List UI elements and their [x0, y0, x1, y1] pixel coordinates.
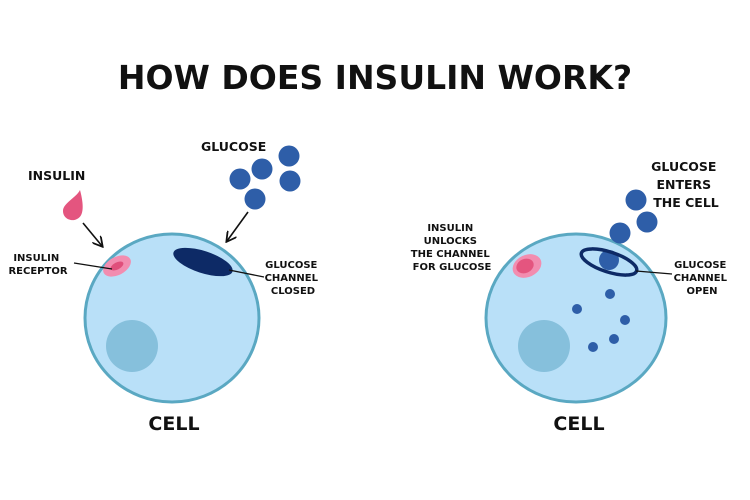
glucose-enters-label-line: THE CELL: [653, 195, 719, 210]
insulin-receptor-label: INSULIN RECEPTOR: [8, 253, 67, 277]
glucose-molecule: [636, 211, 658, 233]
glucose-channel-closed-label-line: GLUCOSE: [265, 260, 317, 271]
glucose-channel-closed-label-line: CLOSED: [271, 286, 315, 297]
glucose-channel-closed-label: GLUCOSE CHANNEL CLOSED: [265, 260, 322, 297]
glucose-molecule: [588, 342, 598, 352]
left-cell-label: CELL: [148, 413, 199, 435]
left-panel: INSULIN GLUCOSE INSULIN RECEPTOR GLUCOSE…: [8, 139, 322, 435]
page-title: HOW DOES INSULIN WORK?: [117, 58, 633, 97]
right-nucleus: [518, 320, 570, 372]
glucose-molecule: [620, 315, 630, 325]
insulin-arrow: [82, 222, 102, 246]
left-nucleus: [106, 320, 158, 372]
glucose-channel-open-label-line: GLUCOSE: [674, 260, 726, 271]
glucose-arrow: [227, 211, 249, 241]
insulin-receptor-label-line: RECEPTOR: [8, 266, 67, 277]
glucose-molecule: [572, 304, 582, 314]
glucose-channel-closed-label-line: CHANNEL: [265, 273, 319, 284]
right-insulin-bound: [516, 258, 534, 274]
right-cell: [484, 232, 668, 404]
glucose-molecule: [599, 250, 619, 270]
right-cell-label: CELL: [553, 413, 604, 435]
glucose-enters-label-line: ENTERS: [656, 177, 711, 192]
glucose-molecule: [625, 189, 647, 211]
glucose-enters-label: GLUCOSE ENTERS THE CELL: [651, 159, 721, 210]
insulin-unlocks-label-line: THE CHANNEL: [411, 249, 491, 260]
insulin-unlocks-label: INSULIN UNLOCKS THE CHANNEL FOR GLUCOSE: [411, 223, 493, 273]
glucose-channel-open-label: GLUCOSE CHANNEL OPEN: [674, 260, 731, 297]
glucose-channel-open-label-line: OPEN: [686, 286, 717, 297]
channel-leader-line: [228, 269, 265, 278]
glucose-molecule: [609, 222, 631, 244]
insulin-receptor-label-line: INSULIN: [13, 253, 59, 264]
left-glucose-channel-closed: [173, 247, 233, 277]
insulin-drop-icon: [63, 190, 83, 221]
glucose-molecule: [244, 188, 266, 210]
glucose-molecule: [605, 289, 615, 299]
glucose-label: GLUCOSE: [201, 139, 266, 154]
insulin-unlocks-label-line: FOR GLUCOSE: [413, 262, 492, 273]
insulin-unlocks-label-line: UNLOCKS: [424, 236, 477, 247]
glucose-enters-label-line: GLUCOSE: [651, 159, 716, 174]
right-panel: INSULIN UNLOCKS THE CHANNEL FOR GLUCOSE …: [411, 159, 731, 435]
glucose-molecule: [278, 145, 300, 167]
left-receptor-core: [110, 261, 124, 271]
insulin-unlocks-label-line: INSULIN: [427, 223, 473, 234]
glucose-molecule: [609, 334, 619, 344]
open-channel-leader-line: [635, 270, 673, 275]
glucose-inside-cell: [572, 289, 630, 352]
glucose-molecule: [229, 168, 251, 190]
glucose-molecule: [251, 158, 273, 180]
glucose-molecule: [279, 170, 301, 192]
glucose-channel-open-label-line: CHANNEL: [674, 273, 728, 284]
glucose-molecules-left: [229, 145, 301, 210]
receptor-leader-line: [73, 262, 113, 270]
insulin-label: INSULIN: [28, 168, 85, 183]
